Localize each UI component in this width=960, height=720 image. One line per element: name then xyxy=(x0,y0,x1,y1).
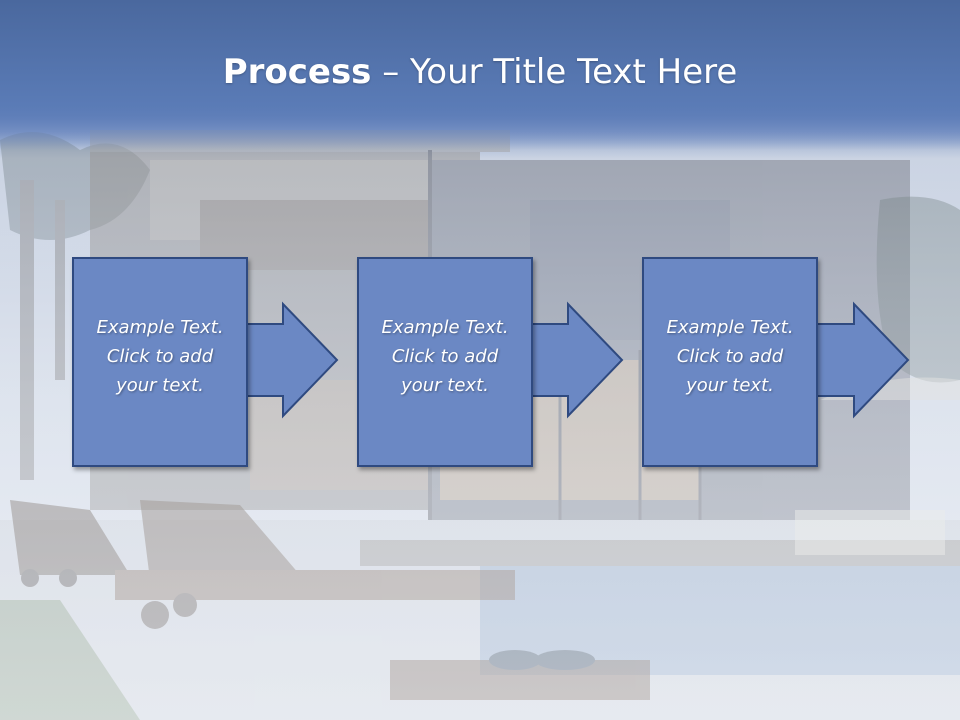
title-bar xyxy=(0,0,960,150)
step-text-line-1: Example Text. xyxy=(666,317,794,338)
step-text-line-3: your text. xyxy=(686,375,774,396)
process-step-box[interactable]: Example Text. Click to add your text. xyxy=(642,257,818,467)
step-text-line-2: Click to add xyxy=(676,346,784,367)
step-text-line-1: Example Text. xyxy=(96,317,224,338)
title-text: – Your Title Text Here xyxy=(371,52,738,92)
process-step-box[interactable]: Example Text. Click to add your text. xyxy=(72,257,248,467)
step-text-line-3: your text. xyxy=(116,375,204,396)
slide-title[interactable]: Process – Your Title Text Here xyxy=(0,52,960,92)
title-bold: Process xyxy=(222,52,372,92)
step-text-line-3: your text. xyxy=(401,375,489,396)
step-text-line-2: Click to add xyxy=(391,346,499,367)
step-text-line-2: Click to add xyxy=(106,346,214,367)
step-text-line-1: Example Text. xyxy=(381,317,509,338)
process-step-box[interactable]: Example Text. Click to add your text. xyxy=(357,257,533,467)
